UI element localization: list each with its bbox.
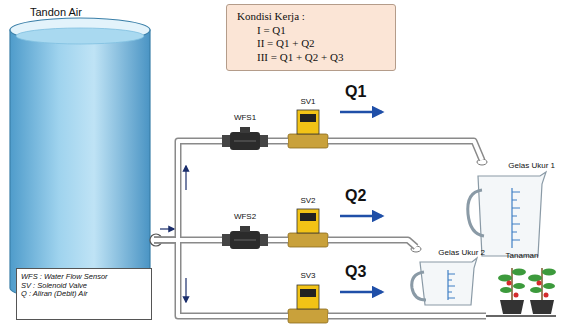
- measuring-jug: [468, 172, 546, 256]
- pipe-core: [154, 240, 288, 316]
- flow-label: Q2: [345, 188, 366, 204]
- water-pipe: [268, 138, 288, 145]
- node-text: I = Q1: [257, 24, 286, 37]
- node-text: SV2: [300, 196, 315, 205]
- node-text: Tandon Air: [30, 6, 82, 19]
- water-tank: [10, 18, 150, 300]
- pipe-core: [154, 141, 222, 240]
- solenoid-valve: SV2: [288, 195, 328, 247]
- node-text: WFS2: [234, 212, 256, 221]
- node-text: Q : Aliran (Debit) Air: [21, 290, 88, 299]
- flow-arrow: [340, 291, 382, 294]
- water-tank: Tandon Air: [8, 4, 154, 302]
- water-pipe: [268, 237, 288, 244]
- condition-box: Kondisi Kerja :I = Q1II = Q1 + Q2III = Q…: [226, 4, 396, 71]
- water-pipe: [328, 240, 416, 247]
- flow-arrow: [185, 278, 186, 302]
- solenoid-valve: [288, 110, 328, 148]
- plants: [486, 268, 556, 316]
- measuring-jug: Gelas Ukur 2: [410, 247, 486, 307]
- pipe-core: [268, 139, 288, 143]
- node-text: Gelas Ukur 1: [508, 161, 555, 170]
- node-text: Kondisi Kerja :: [237, 10, 305, 23]
- node-text: Gelas Ukur 2: [438, 248, 485, 257]
- node-text: Tanaman: [506, 251, 539, 260]
- node-text: SV1: [300, 97, 315, 106]
- water-pipe: [154, 240, 288, 316]
- water-pipe: [154, 141, 222, 240]
- solenoid-valve: SV3: [288, 270, 328, 324]
- water-pipe: [328, 141, 482, 160]
- legend-box: WFS : Water Flow SensorSV : Solenoid Val…: [16, 268, 152, 320]
- measuring-jug: [412, 258, 477, 305]
- plant-bed: Tanaman: [486, 250, 558, 322]
- flow-sensor: WFS1: [222, 112, 268, 150]
- solenoid-valve: [288, 209, 328, 247]
- solenoid-valve: SV1: [288, 96, 328, 148]
- flow-arrow: [340, 111, 382, 114]
- node-text: WFS1: [234, 113, 256, 122]
- pipe-core: [328, 141, 482, 160]
- pipe-core: [328, 240, 416, 247]
- flow-sensor: [222, 127, 268, 150]
- node-text: III = Q1 + Q2 + Q3: [257, 51, 343, 64]
- water-pipe: [328, 313, 486, 320]
- flow-label: Q3: [345, 264, 366, 280]
- node-text: SV : Solenoid Valve: [21, 282, 87, 291]
- flow-sensor: WFS2: [222, 211, 268, 249]
- pipe-core: [268, 238, 288, 242]
- flow-arrow: [340, 215, 382, 218]
- flow-arrow: [160, 228, 174, 229]
- pipe-core: [328, 314, 486, 318]
- flow-arrow: [185, 166, 186, 190]
- node-text: WFS : Water Flow Sensor: [21, 273, 108, 282]
- node-text: SV3: [300, 271, 315, 280]
- solenoid-valve: [288, 285, 328, 323]
- flow-sensor: [222, 226, 268, 249]
- node-text: II = Q1 + Q2: [257, 37, 315, 50]
- measuring-jug: Gelas Ukur 1: [468, 160, 556, 258]
- flow-label: Q1: [345, 84, 366, 100]
